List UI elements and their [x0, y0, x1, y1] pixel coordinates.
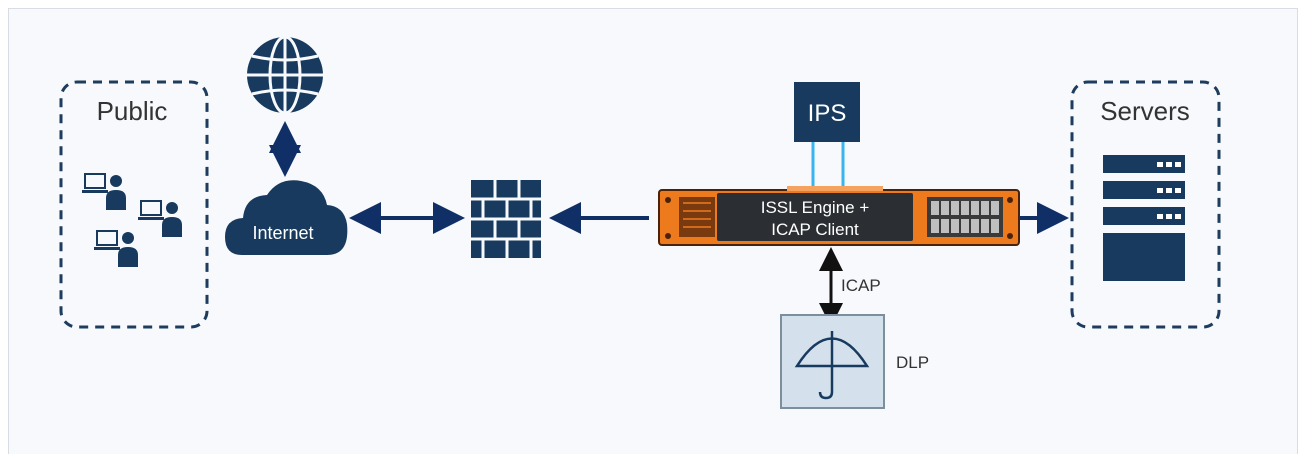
servers-label: Servers: [1100, 96, 1190, 126]
cloud-icon: Internet: [225, 180, 348, 255]
dlp-label: DLP: [896, 353, 929, 372]
public-group: Public: [59, 80, 209, 329]
user-laptop-icon: [82, 173, 126, 210]
engine-label-line2: ICAP Client: [771, 220, 859, 239]
diagram-canvas: Public: [8, 8, 1298, 454]
user-laptop-icon: [94, 230, 138, 267]
network-diagram: Public: [59, 35, 1221, 409]
user-laptop-icon: [138, 200, 182, 237]
server-rack-icon: [1103, 155, 1185, 281]
globe-icon: [247, 35, 323, 115]
servers-group: Servers: [1070, 80, 1221, 329]
engine-label-line1: ISSL Engine +: [761, 198, 870, 217]
ips-label: IPS: [808, 100, 847, 127]
internet-label: Internet: [252, 223, 313, 243]
umbrella-icon: [794, 331, 870, 400]
icap-label: ICAP: [841, 276, 881, 295]
ips-link: [811, 142, 845, 191]
public-label: Public: [97, 96, 168, 126]
network-appliance: ISSL Engine + ICAP Client: [658, 186, 1020, 246]
firewall-icon: [471, 180, 541, 258]
dlp-box: [780, 314, 885, 409]
ips-box: IPS: [794, 82, 860, 142]
